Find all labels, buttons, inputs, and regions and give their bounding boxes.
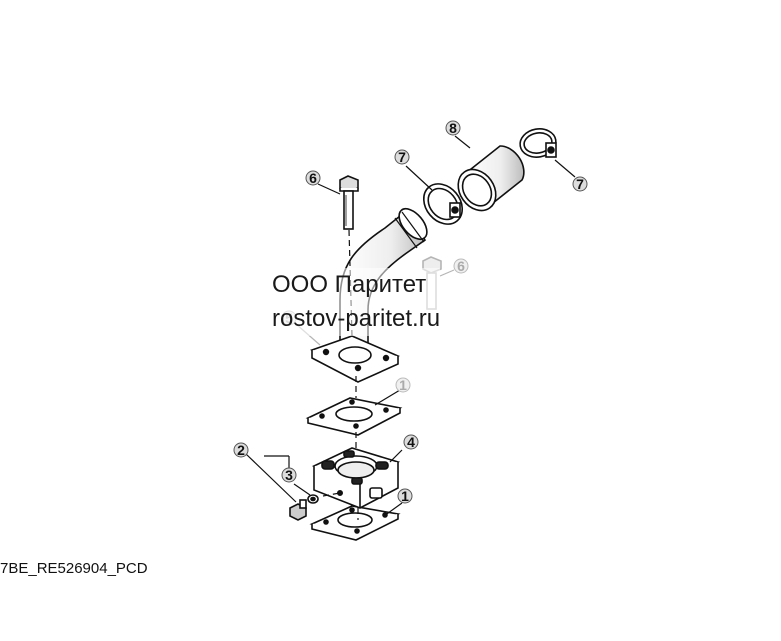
callout-1-lower: 1 [397, 488, 413, 504]
callout-7-right: 7 [572, 176, 588, 192]
callout-label: 6 [457, 258, 465, 274]
bolt-part-6-left [339, 175, 359, 230]
callout-4: 4 [403, 434, 419, 450]
callout-label: 6 [309, 170, 317, 186]
callout-2: 2 [233, 442, 249, 458]
gasket-part-1-upper [305, 397, 403, 436]
callout-label: 1 [401, 488, 409, 504]
plug-part-2 [289, 499, 307, 521]
gasket-part-1-lower [309, 505, 401, 541]
watermark-website: rostov-paritet.ru [272, 305, 441, 332]
drawing-code-caption: 7BE_RE526904_PCD [0, 560, 148, 577]
callout-label: 7 [576, 176, 584, 192]
callout-label: 8 [449, 120, 457, 136]
callout-3: 3 [281, 467, 297, 483]
callout-6-right: 6 [453, 258, 469, 274]
watermark-company-name: ООО Паритет [272, 271, 427, 298]
spacer-block-part-4 [311, 447, 401, 509]
callout-label: 1 [399, 377, 407, 393]
leader-lines [245, 135, 576, 517]
callout-label: 4 [407, 434, 415, 450]
callout-1-upper: 1 [395, 377, 411, 393]
callout-6-left: 6 [305, 170, 321, 186]
washer-part-3 [307, 494, 319, 504]
callout-8: 8 [445, 120, 461, 136]
callout-label: 2 [237, 442, 245, 458]
callout-label: 7 [398, 149, 406, 165]
hose-clamp-part-7-right [519, 128, 557, 158]
hose-part-8 [457, 145, 525, 212]
watermark: ООО Паритет rostov-paritet.ru [272, 268, 441, 336]
callout-label: 3 [285, 467, 293, 483]
callout-7-upper: 7 [394, 149, 410, 165]
